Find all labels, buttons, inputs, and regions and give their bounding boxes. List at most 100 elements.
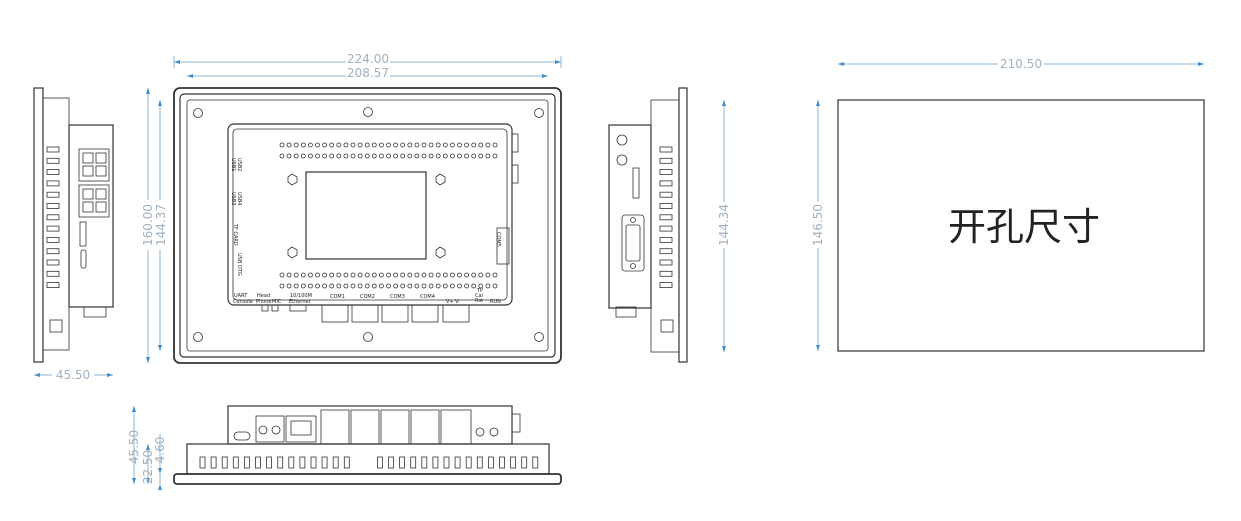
vent-hole: [293, 272, 299, 278]
audio-jack-mic: [271, 304, 279, 312]
left-usb-port: [95, 165, 107, 177]
vent-slot: [321, 456, 328, 469]
vent-slot: [465, 456, 472, 469]
vent-hole: [400, 283, 406, 289]
vent-hole: [478, 283, 484, 289]
vent-hole: [421, 153, 427, 159]
vent-hole: [357, 272, 363, 278]
label-mic: MIC: [272, 299, 282, 305]
vent-hole: [457, 142, 462, 148]
vent-slot: [659, 270, 673, 277]
vent-hole: [336, 272, 342, 278]
ethernet-port: [289, 304, 307, 312]
vent-slot: [410, 456, 417, 469]
vent-hole: [386, 272, 391, 278]
vent-slot: [332, 456, 339, 469]
vent-hole: [414, 283, 420, 289]
label-usb-otg: USB OTG: [236, 253, 242, 276]
vent-hole: [435, 153, 441, 159]
vent-hole: [378, 272, 384, 278]
vent-hole: [492, 142, 498, 148]
vent-hole: [279, 283, 285, 289]
vent-hole: [478, 142, 484, 148]
vent-hole: [492, 153, 498, 159]
vent-hole: [364, 142, 370, 148]
front-panel: [186, 99, 549, 352]
vent-slot: [659, 236, 673, 243]
vent-hole: [485, 283, 491, 289]
cutout-view: 开孔尺寸 210.50 146.50: [810, 57, 1205, 352]
label-rst: Rst: [475, 298, 483, 304]
vent-hole: [428, 283, 434, 289]
vent-hole: [364, 153, 370, 159]
vent-slot: [255, 456, 261, 469]
bottom-bezel: [173, 473, 562, 485]
vent-slot: [299, 456, 306, 469]
vent-hole: [442, 283, 448, 289]
label-ethernet: Ethernet: [289, 299, 311, 305]
vent-hole: [471, 272, 477, 278]
vent-hole: [371, 153, 377, 159]
vent-hole: [286, 153, 292, 159]
left-usb-port: [82, 165, 94, 177]
vent-hole: [286, 272, 292, 278]
label-usb4: USB4: [236, 192, 242, 205]
vent-hole: [364, 272, 370, 278]
vent-slot: [266, 456, 273, 469]
right-terminal-block: [615, 306, 637, 318]
vent-slot: [221, 456, 228, 469]
vent-hole: [307, 272, 313, 278]
vent-hole: [471, 142, 477, 148]
vent-hole: [457, 283, 462, 289]
label-tp: TP: [476, 288, 483, 294]
bottom-audio-jack: [271, 425, 281, 435]
left-tf-slot: [79, 221, 87, 247]
vent-hole: [315, 272, 320, 278]
vent-hole: [386, 283, 391, 289]
right-db9-screw: [630, 263, 636, 269]
label-cal: Cal: [475, 293, 483, 299]
vent-slot: [46, 169, 60, 176]
vent-hole: [343, 272, 349, 278]
vent-hole: [343, 142, 349, 148]
vent-hole: [350, 153, 356, 159]
vent-hole: [350, 283, 356, 289]
vent-hole: [307, 142, 313, 148]
vent-hole: [329, 142, 335, 148]
label-power-minus: V-: [455, 299, 460, 305]
left-usb-port: [95, 188, 107, 200]
front-height-dimensions: 160.00 144.37: [140, 88, 168, 363]
vent-hole: [357, 283, 363, 289]
vent-hole: [286, 283, 292, 289]
vent-hole: [322, 153, 328, 159]
left-frame: [42, 97, 70, 351]
vent-slot: [499, 456, 505, 469]
vent-slot: [388, 456, 394, 469]
vent-hole: [300, 272, 306, 278]
vent-hole: [435, 283, 441, 289]
vent-hole: [407, 283, 413, 289]
vent-hole: [449, 272, 455, 278]
front-outer-height-label: 160.00: [141, 204, 155, 246]
bottom-audio-jack: [258, 425, 268, 435]
vent-slot: [46, 282, 60, 289]
vent-hole: [300, 142, 306, 148]
vent-hole: [492, 283, 498, 289]
terminal-block-power: [442, 304, 470, 323]
vent-slot: [46, 225, 60, 232]
bottom-depth-dimensions: 45.50 22.50 4.60: [127, 406, 167, 490]
vent-slot: [476, 456, 483, 469]
vent-hole: [492, 272, 498, 278]
screw: [363, 107, 373, 117]
vent-hole: [414, 272, 420, 278]
vent-hole: [457, 272, 462, 278]
vent-slot: [376, 456, 383, 469]
vent-slot: [443, 456, 450, 469]
vent-hole: [485, 153, 491, 159]
vent-hole: [414, 153, 420, 159]
vent-hole: [393, 272, 399, 278]
vent-slot: [659, 157, 673, 164]
vent-hole: [449, 142, 455, 148]
right-antenna-hole: [616, 134, 628, 146]
vent-hole: [293, 142, 299, 148]
